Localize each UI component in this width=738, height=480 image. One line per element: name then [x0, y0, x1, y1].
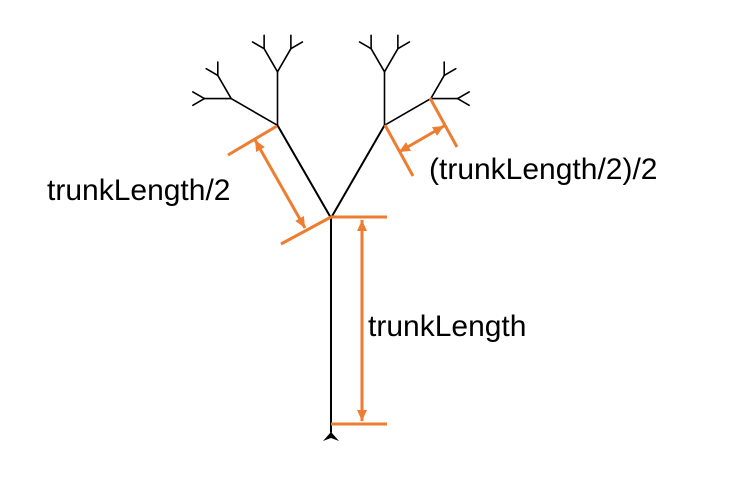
tree-branch [397, 41, 411, 50]
tree-branch [192, 91, 206, 100]
tree-branch [216, 74, 232, 100]
tree-branch [383, 47, 399, 73]
half-length-dimension-line [253, 139, 307, 229]
label-quarter-trunk-length: (trunkLength/2)/2 [429, 153, 658, 186]
half-length-dimension-arrowhead-end [295, 215, 305, 228]
dimension-annotations [227, 97, 459, 426]
quarter-end-tick-line [428, 97, 459, 148]
tree-branch [192, 97, 206, 107]
quarter-length-dimension-arrowhead-start [399, 142, 412, 152]
tree-branch [276, 124, 332, 219]
tree-branch [205, 67, 219, 77]
fractal-tree [192, 34, 470, 433]
quarter-length-dimension-arrowhead-end [431, 126, 444, 136]
tree-branch [276, 47, 292, 73]
tree-branch [443, 67, 457, 77]
turtle-arrow-icon [323, 432, 339, 441]
tree-branch [230, 97, 279, 127]
trunk-length-dimension-arrowhead-start [357, 220, 367, 231]
tree-branch [263, 47, 279, 73]
tree-branch [251, 41, 265, 50]
tree-branch [370, 47, 386, 73]
tree-branch [456, 91, 470, 100]
tree-branch [456, 97, 470, 107]
half-length-dimension-arrowhead-start [255, 140, 265, 153]
tree-branch [330, 124, 386, 219]
tree-branch [290, 41, 304, 50]
half-start-tick-line [227, 124, 278, 157]
tree-branch [358, 41, 372, 50]
label-half-trunk-length: trunkLength/2 [47, 174, 231, 207]
tree-branch [383, 97, 432, 127]
trunk-length-dimension-arrowhead-end [357, 410, 367, 421]
label-trunk-length: trunkLength [368, 310, 527, 343]
tree-branch [430, 74, 446, 100]
half-end-tick-line [280, 215, 332, 246]
